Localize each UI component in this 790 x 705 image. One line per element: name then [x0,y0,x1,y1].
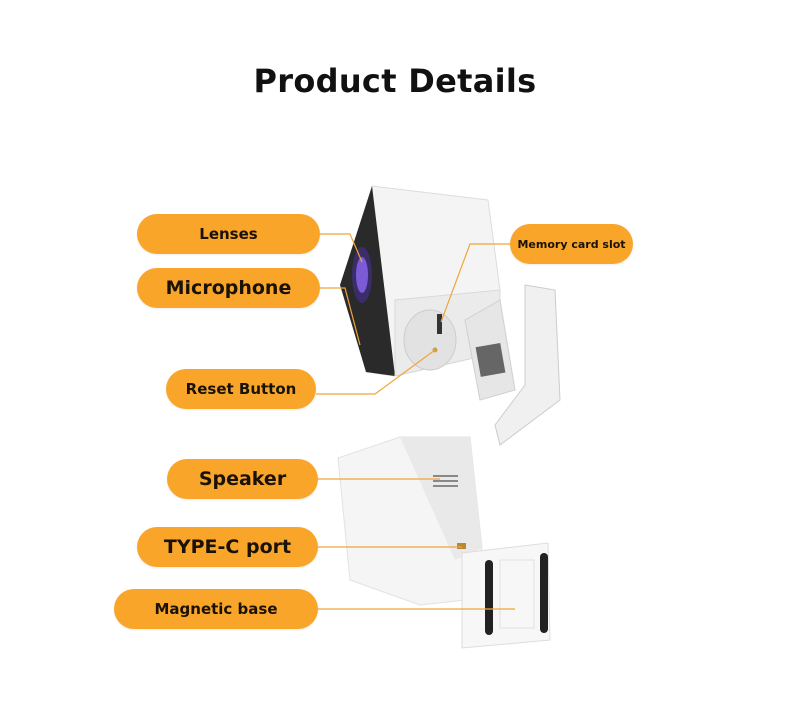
camera-back-view [337,436,551,649]
label-magnetic-base: Magnetic base [114,589,318,629]
label-microphone: Microphone [137,268,320,308]
label-reset-button: Reset Button [166,369,316,409]
label-memory-card-slot: Memory card slot [510,224,633,264]
label-speaker: Speaker [167,459,318,499]
type-c-port [457,543,466,549]
camera-front-view [340,185,561,446]
page-title: Product Details [253,62,537,100]
label-type-c-port: TYPE-C port [137,527,318,567]
leader-lines [316,233,515,610]
memory-card-slot [437,314,442,334]
label-lenses: Lenses [137,214,320,254]
